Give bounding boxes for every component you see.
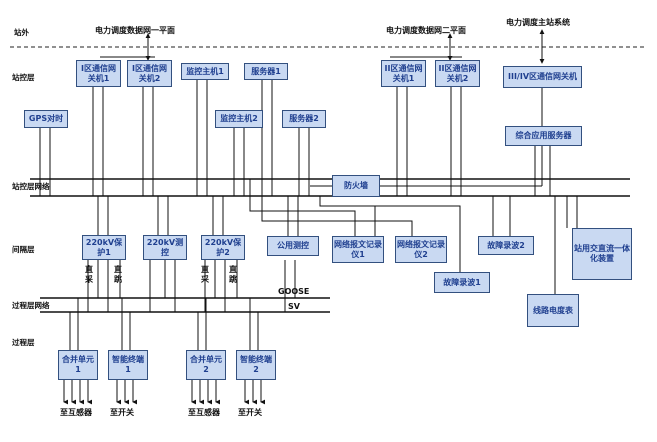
gateway-zone2-2[interactable]: II区通信网关机2 (435, 60, 480, 87)
protection-220kv-1[interactable]: 220kV保护1 (82, 235, 126, 260)
layer-label-process: 过程层 (12, 338, 35, 347)
monitor-host-1[interactable]: 监控主机1 (181, 63, 229, 80)
line-energy-meter[interactable]: 线路电度表 (527, 294, 579, 327)
firewall[interactable]: 防火墙 (332, 175, 380, 197)
network-recorder-1[interactable]: 网络报文记录仪1 (332, 236, 384, 263)
protection-220kv-2[interactable]: 220kV保护2 (201, 235, 245, 260)
smart-terminal-1[interactable]: 智能终端1 (108, 350, 148, 380)
monitor-host-2[interactable]: 监控主机2 (215, 110, 263, 128)
output-to-ct-1: 至互感器 (60, 408, 92, 417)
layer-label-bay: 间隔层 (12, 245, 35, 254)
layer-label-process-network: 过程层网络 (12, 301, 50, 310)
integrated-app-server[interactable]: 综合应用服务器 (505, 126, 582, 146)
gps-timing[interactable]: GPS对时 (24, 110, 68, 128)
public-measure-control[interactable]: 公用测控 (267, 236, 319, 256)
direct-sample-label-2: 直采 (201, 265, 209, 284)
direct-trip-label-2: 直跳 (229, 265, 237, 284)
master-station-label: 电力调度主站系统 (506, 18, 570, 27)
dispatch-network-1-label: 电力调度数据网一平面 (95, 26, 175, 35)
direct-sample-label-1: 直采 (85, 265, 93, 284)
fault-recorder-2[interactable]: 故障录波2 (478, 236, 534, 255)
output-to-switch-1: 至开关 (110, 408, 134, 417)
gateway-zone2-1[interactable]: II区通信网关机1 (381, 60, 426, 87)
station-ac-dc-unit[interactable]: 站用交直流一体化装置 (572, 228, 632, 280)
layer-label-station-control: 站控层 (12, 73, 35, 82)
measure-control-220kv[interactable]: 220kV测控 (143, 235, 187, 260)
sv-label: SV (288, 302, 300, 311)
gateway-zone1-2[interactable]: I区通信网关机2 (127, 60, 172, 87)
server-1[interactable]: 服务器1 (244, 63, 288, 80)
network-recorder-2[interactable]: 网络报文记录仪2 (395, 236, 447, 263)
layer-label-outside: 站外 (14, 28, 29, 37)
server-2[interactable]: 服务器2 (282, 110, 326, 128)
smart-terminal-2[interactable]: 智能终端2 (236, 350, 276, 380)
gateway-zone3-4[interactable]: III/IV区通信网关机 (503, 66, 582, 88)
goose-label: GOOSE (278, 287, 310, 296)
merging-unit-1[interactable]: 合并单元1 (58, 350, 98, 380)
dispatch-network-2-label: 电力调度数据网二平面 (386, 26, 466, 35)
output-to-ct-2: 至互感器 (188, 408, 220, 417)
merging-unit-2[interactable]: 合并单元2 (186, 350, 226, 380)
direct-trip-label-1: 直跳 (114, 265, 122, 284)
layer-label-station-network: 站控层网络 (12, 182, 50, 191)
output-to-switch-2: 至开关 (238, 408, 262, 417)
fault-recorder-1[interactable]: 故障录波1 (434, 272, 490, 293)
gateway-zone1-1[interactable]: I区通信网关机1 (76, 60, 121, 87)
